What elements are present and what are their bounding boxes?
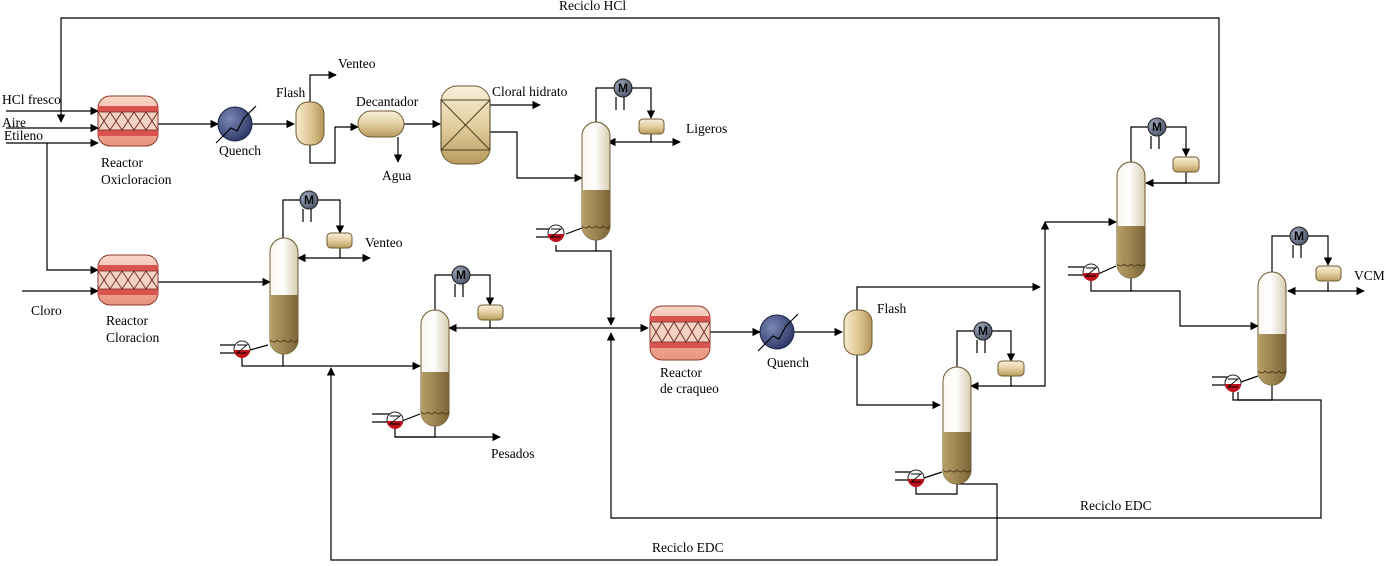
label-reactor-clor: Reactor — [106, 313, 148, 328]
column-6 — [1224, 226, 1342, 392]
motor-icon — [1289, 226, 1309, 246]
reboiler-icon — [233, 340, 251, 358]
reboiler-icon — [907, 469, 925, 487]
label-quench-1: Quench — [219, 143, 261, 158]
absorber — [440, 85, 491, 165]
reflux-drum-icon — [997, 360, 1025, 377]
label-cloral-hidrato: Cloral hidrato — [492, 84, 568, 99]
motor-label: M — [978, 324, 988, 338]
label-venteo-1: Venteo — [338, 56, 376, 71]
motor-icon — [1147, 117, 1167, 137]
label-pesados: Pesados — [491, 446, 535, 461]
reactor-cloracion — [97, 254, 159, 306]
column-1 — [233, 190, 353, 358]
reflux-drum-icon — [477, 304, 504, 321]
column-2 — [547, 78, 665, 242]
distillation-column-icon — [1116, 161, 1146, 279]
distillation-column-icon — [942, 366, 972, 485]
reactor-icon — [649, 305, 711, 361]
label-flash-1: Flash — [276, 85, 306, 100]
label-de-craqueo: de craqueo — [660, 381, 719, 396]
label-cloracion: Cloracion — [106, 330, 159, 345]
decantador — [357, 110, 405, 138]
label-flash-2: Flash — [877, 301, 907, 316]
motor-icon — [613, 78, 633, 98]
reboiler-icon — [1082, 263, 1100, 281]
flash-drum-2 — [843, 309, 873, 356]
label-cloro: Cloro — [31, 303, 62, 318]
label-quench-2: Quench — [767, 355, 809, 370]
reflux-drum-icon — [638, 118, 665, 135]
quench-2 — [757, 313, 799, 352]
reflux-drum-icon — [326, 232, 353, 249]
reflux-drum-icon — [1172, 156, 1200, 173]
motor-label: M — [456, 268, 466, 282]
label-hcl-fresco: HCl fresco — [2, 92, 61, 107]
reactor-craqueo — [649, 305, 711, 361]
reactor-icon — [97, 95, 159, 147]
label-reciclo-edc-lower: Reciclo EDC — [652, 540, 724, 555]
distillation-column-icon — [420, 309, 450, 427]
column-3 — [386, 265, 504, 429]
label-aire: Aire — [2, 115, 26, 130]
label-etileno: Etileno — [4, 128, 43, 143]
column-4 — [907, 321, 1025, 487]
label-reciclo-hcl: Reciclo HCl — [559, 0, 626, 13]
flash-drum-1 — [295, 101, 325, 146]
distillation-column-icon — [581, 121, 611, 241]
heat-exchanger-icon — [215, 105, 257, 144]
motor-icon — [973, 321, 993, 341]
quench-1 — [215, 105, 257, 144]
motor-label: M — [304, 193, 314, 207]
motor-label: M — [1152, 120, 1162, 134]
label-oxicloracion: Oxicloracion — [101, 172, 172, 187]
column-5 — [1082, 117, 1200, 281]
label-reciclo-edc-upper: Reciclo EDC — [1080, 498, 1152, 513]
motor-icon — [451, 265, 471, 285]
reboiler-icon — [386, 411, 404, 429]
label-agua: Agua — [382, 168, 411, 183]
label-reactor-oxi: Reactor — [101, 155, 143, 170]
heat-exchanger-icon — [757, 313, 799, 352]
motor-label: M — [618, 81, 628, 95]
reactor-oxicloracion — [97, 95, 159, 147]
label-reactor-craq: Reactor — [660, 365, 702, 380]
label-decantador: Decantador — [356, 94, 419, 109]
label-vcm: VCM — [1354, 268, 1385, 283]
reactor-icon — [97, 254, 159, 306]
reflux-drum-icon — [1315, 265, 1342, 282]
label-ligeros: Ligeros — [686, 121, 727, 136]
reboiler-icon — [547, 224, 565, 242]
motor-label: M — [1294, 229, 1304, 243]
distillation-column-icon — [1257, 271, 1287, 386]
piping-lines — [6, 17, 1365, 561]
reboiler-icon — [1224, 374, 1242, 392]
distillation-column-icon — [269, 237, 299, 355]
label-venteo-2: Venteo — [365, 235, 403, 250]
motor-icon — [299, 190, 319, 210]
